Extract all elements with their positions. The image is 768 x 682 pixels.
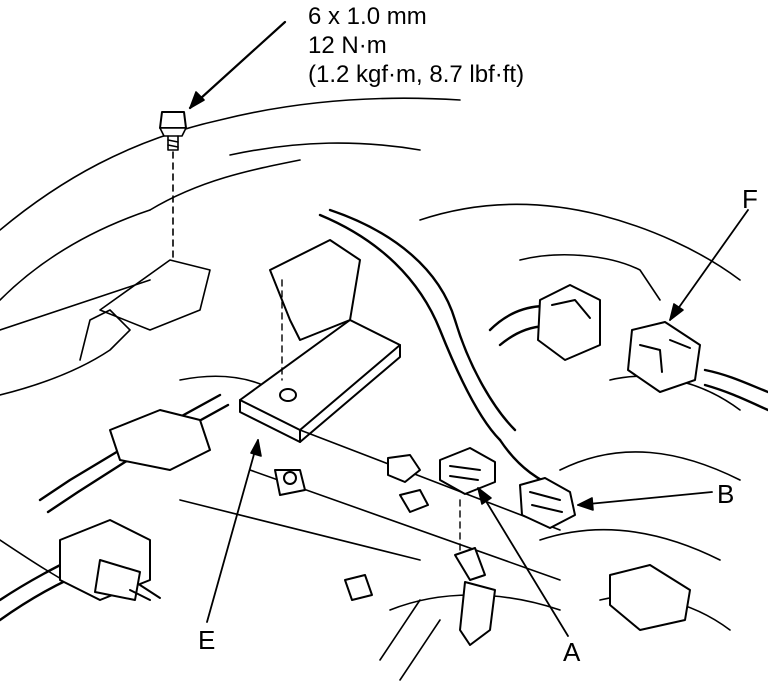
leader-a: [477, 487, 569, 637]
bolt-icon: [159, 20, 287, 261]
bolt-size-text: 6 x 1.0 mm: [308, 3, 427, 30]
connector-e-side: [59, 409, 211, 601]
callout-b: B: [717, 479, 735, 509]
connector-f: [537, 284, 701, 393]
callout-a: A: [563, 637, 581, 667]
torque-spec: 6 x 1.0 mm 12 N·m (1.2 kgf·m, 8.7 lbf·ft…: [308, 2, 524, 89]
leader-e: [206, 439, 262, 623]
callout-e: E: [198, 625, 216, 655]
leader-f: [669, 209, 749, 321]
torque-alt-text: (1.2 kgf·m, 8.7 lbf·ft): [308, 61, 525, 88]
leader-b: [577, 491, 713, 511]
harness-bracket: [239, 239, 401, 496]
connector-b: [519, 477, 576, 529]
lower-clip: [344, 499, 691, 646]
torque-value-text: 12 N·m: [308, 32, 387, 59]
connector-a: [387, 447, 496, 513]
callout-f: F: [742, 184, 758, 214]
